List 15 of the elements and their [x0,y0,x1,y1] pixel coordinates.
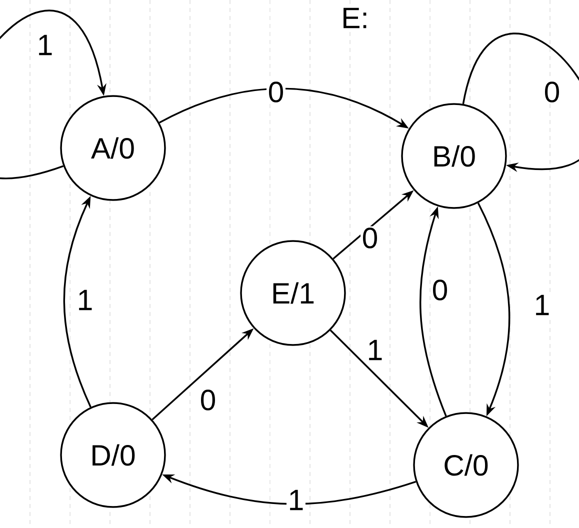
node-label: C/0 [444,454,488,476]
edge-label: 1 [286,488,306,512]
arrow [0,10,106,179]
node-label: D/0 [92,444,135,466]
edge-label: 0 [542,80,562,104]
edge-label: 0 [360,226,380,250]
note-text: E: [340,6,370,30]
edge-label: 1 [366,338,384,362]
edge-label: 1 [76,288,94,312]
arrow [462,32,579,172]
edge-label: 1 [36,34,54,56]
edge-label: 0 [430,278,450,302]
edge-label: 0 [198,388,218,412]
edge-label: 1 [532,294,552,316]
edge-label: 0 [266,80,286,104]
